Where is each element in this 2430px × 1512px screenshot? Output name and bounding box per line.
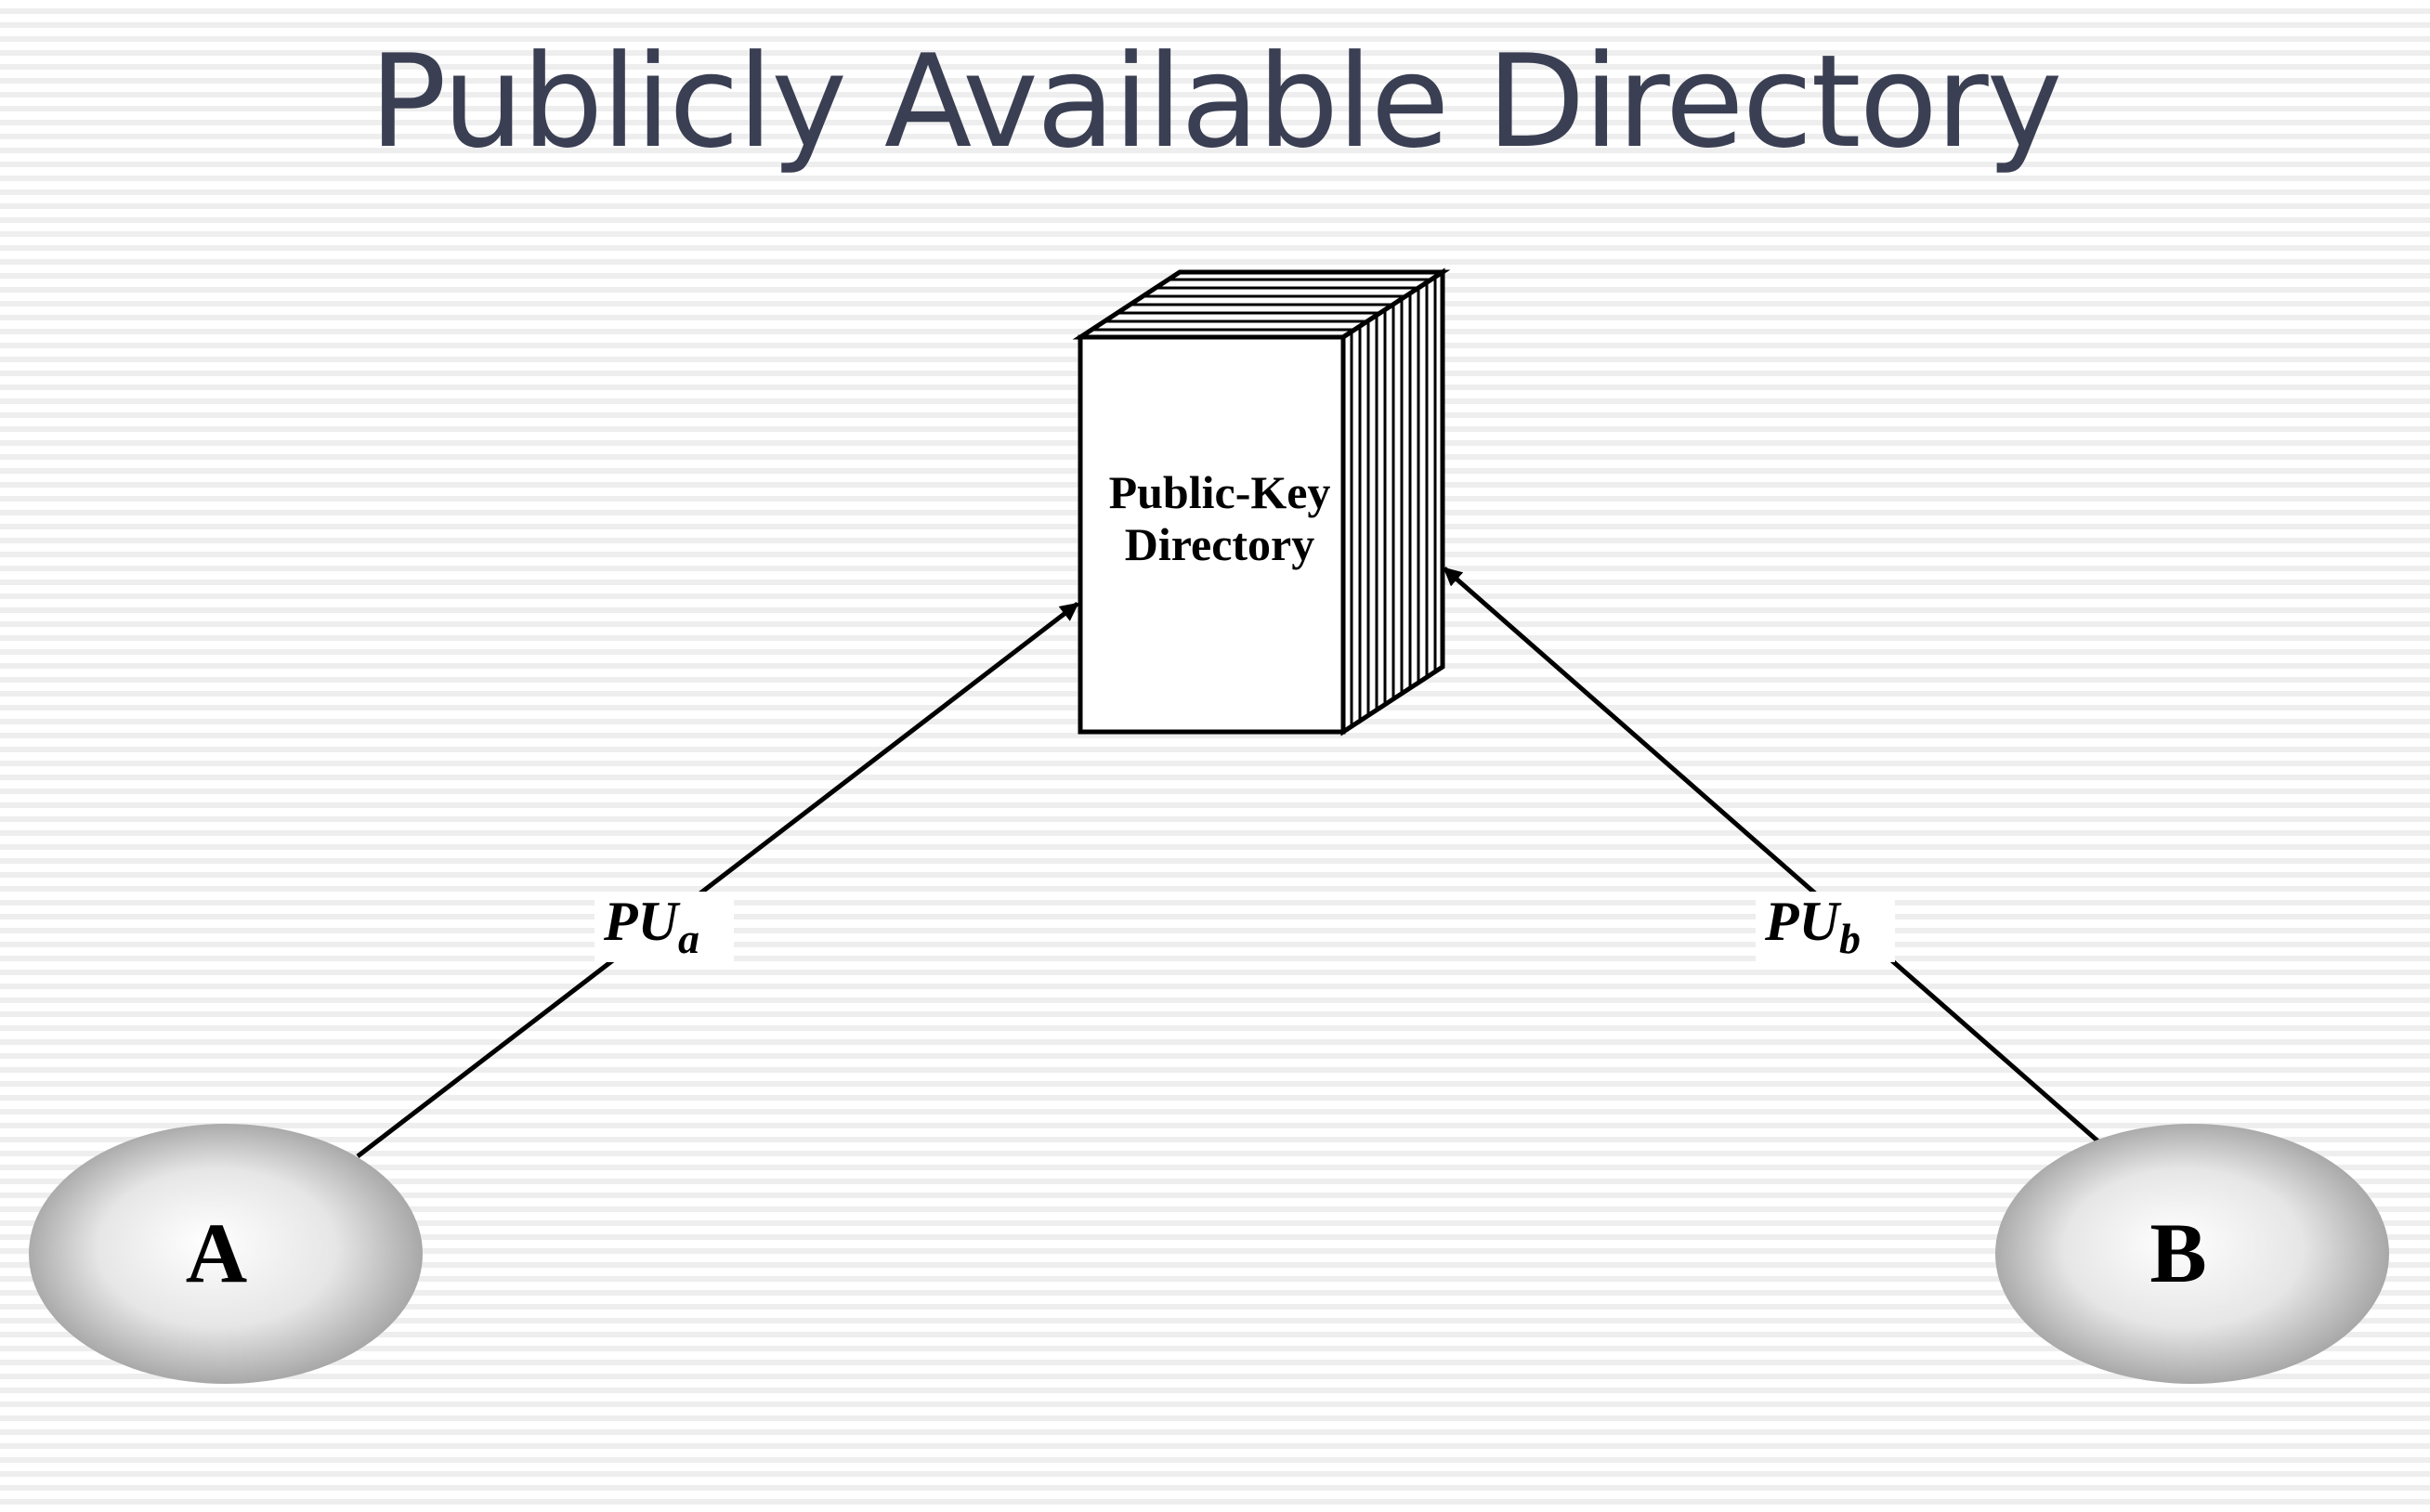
- book-pages-top: [1092, 278, 1431, 332]
- node-a: A: [29, 1124, 423, 1384]
- node-b-ellipse: [1995, 1124, 2389, 1384]
- edge-b-to-directory: PUb: [1443, 567, 2101, 1144]
- node-a-label: A: [186, 1206, 247, 1300]
- node-b: B: [1995, 1124, 2389, 1384]
- arrow-b-to-directory: [1443, 567, 2101, 1144]
- directory-label-line2: Directory: [1125, 518, 1315, 570]
- edge-a-to-directory: PUa: [356, 602, 1079, 1158]
- node-b-label: B: [2149, 1206, 2206, 1300]
- directory-label-line1: Public-Key: [1109, 466, 1331, 518]
- edge-label-pu-b-main: PU: [1764, 891, 1842, 952]
- edge-label-pu-b: PUb: [1764, 891, 1861, 962]
- edge-label-pu-b-sub: b: [1839, 915, 1861, 962]
- edge-label-pu-a-main: PU: [603, 891, 681, 952]
- slide-title: Publicly Available Directory: [369, 27, 2063, 176]
- arrow-a-to-directory: [356, 602, 1079, 1158]
- edge-label-pu-a-sub: a: [678, 915, 699, 962]
- edge-label-pu-a: PUa: [603, 891, 699, 962]
- public-key-directory-book: Public-Key Directory: [1072, 267, 1451, 736]
- book-front-face: [1078, 334, 1346, 735]
- book-pages-side: [1350, 277, 1437, 726]
- edge-label-b-background: [1756, 892, 1895, 962]
- edge-label-a-background: [594, 892, 734, 962]
- node-a-ellipse: [29, 1124, 423, 1384]
